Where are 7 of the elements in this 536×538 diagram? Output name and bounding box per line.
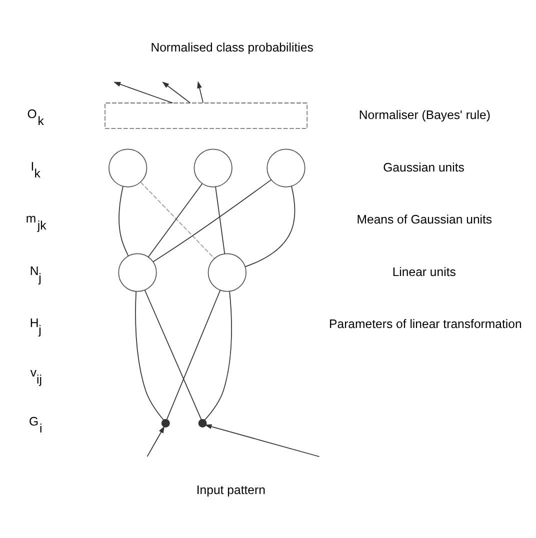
- label: Gaussian units: [383, 160, 464, 174]
- label: Normalised class probabilities: [150, 40, 314, 54]
- label: Linear units: [392, 264, 456, 278]
- label: Means of Gaussian units: [356, 212, 492, 226]
- label: Parameters of linear transformation: [329, 316, 522, 331]
- label: Normaliser (Bayes' rule): [358, 107, 490, 122]
- label: Input pattern: [196, 482, 266, 496]
